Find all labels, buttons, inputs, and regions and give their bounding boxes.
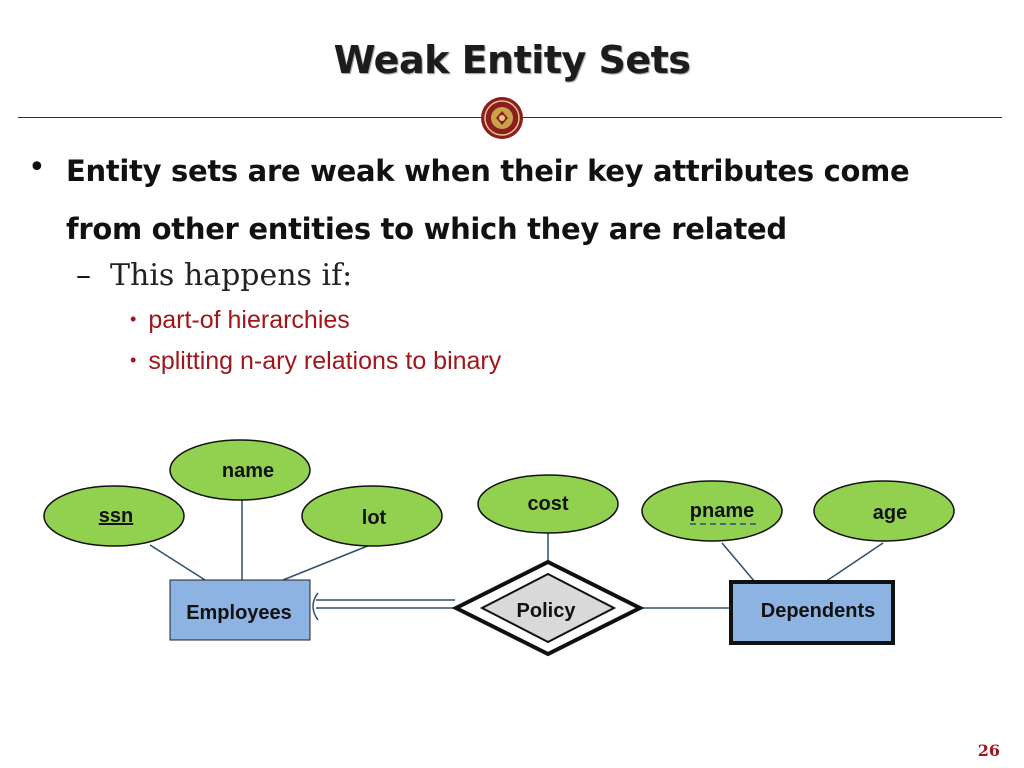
attribute-pname [641, 480, 783, 542]
attribute-lot-label: lot [362, 507, 387, 529]
sub-bullet-dash-icon: – [76, 258, 91, 293]
sub-sub-bullet-item: • splitting n-ary relations to binary [130, 347, 501, 376]
sub-sub-bullet-text: part-of hierarchies [148, 306, 350, 334]
sub-sub-bullet-text: splitting n-ary relations to binary [148, 347, 502, 375]
connector-lines [149, 500, 884, 621]
entity-dependents-weak [729, 580, 895, 645]
pname-connector [721, 542, 756, 583]
sub-bullet-text: This happens if: [110, 258, 353, 293]
main-bullet-text: Entity sets are weak when their key attr… [66, 154, 910, 246]
relationship-policy-label: Policy [517, 600, 577, 622]
entity-dependents-label: Dependents [761, 600, 875, 622]
slide-title: Weak Entity Sets [333, 38, 691, 82]
sub-sub-bullet-item: • part-of hierarchies [130, 306, 350, 335]
attribute-cost [477, 474, 619, 534]
attribute-name-label: name [222, 460, 274, 482]
ssn-connector [149, 544, 206, 581]
attribute-name [169, 439, 311, 501]
bullet-dot-icon: • [28, 150, 46, 185]
relationship-policy-inner [479, 572, 617, 644]
attribute-ssn [43, 485, 185, 547]
entity-employees-label: Employees [186, 602, 292, 624]
attribute-age [813, 480, 955, 542]
attribute-age-label: age [873, 502, 907, 524]
lot-connector [282, 544, 371, 581]
entity-employees [169, 579, 311, 641]
sub-sub-bullet-dot-icon: • [130, 309, 137, 329]
attribute-ssn-label: ssn [99, 505, 133, 527]
attribute-pname-label: pname [690, 500, 754, 522]
age-connector [824, 542, 884, 583]
participation-bracket-icon [312, 592, 319, 621]
attribute-cost-label: cost [527, 493, 568, 515]
page-number: 26 [977, 741, 1000, 760]
university-seal-icon [481, 97, 523, 139]
attribute-lot [301, 485, 443, 547]
sub-sub-bullet-dot-icon: • [130, 350, 137, 370]
